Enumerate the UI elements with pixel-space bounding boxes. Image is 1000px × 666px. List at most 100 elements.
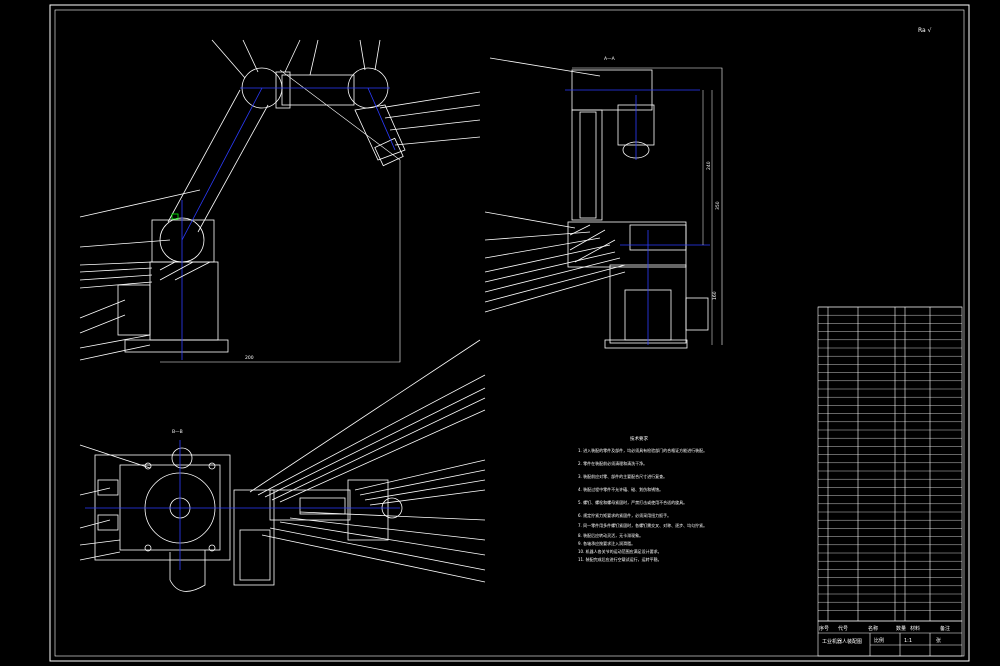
column-body <box>571 109 603 221</box>
title-block-outline <box>817 620 963 657</box>
leader-line <box>264 387 486 498</box>
forearm-collar <box>275 71 291 109</box>
note-line: 11. 装配完成后应进行空载试运行，运转平稳。 <box>578 556 662 562</box>
leader-line <box>242 39 259 73</box>
note-line: 6. 规定拧紧力矩要求的紧固件，必须采用扭力扳手。 <box>578 512 671 518</box>
leader-line <box>384 104 481 119</box>
title-block <box>817 620 963 657</box>
section-a-label: A—A <box>604 56 616 62</box>
note-line: 2. 零件在装配前必须清理和清洗干净。 <box>578 460 647 466</box>
leader-line <box>279 409 486 503</box>
centerline-wrist <box>367 87 396 151</box>
leader-line <box>309 39 319 76</box>
title-block-scale-label: 比例 <box>874 637 884 644</box>
roughness-mark: Ra √ <box>918 27 932 34</box>
side-motor <box>685 297 709 331</box>
leader-line <box>261 534 486 583</box>
b-forearm-tube <box>299 497 346 515</box>
leader-line <box>271 397 486 501</box>
section-a-view <box>484 57 723 349</box>
upper-arm-edge-2 <box>197 104 269 233</box>
base-motor <box>117 284 151 336</box>
leader-line <box>484 257 621 293</box>
notes-title: 技术要求 <box>630 435 648 442</box>
hatch <box>174 261 211 281</box>
dim-height-upper: 240 <box>706 161 712 170</box>
leader-line <box>79 189 201 218</box>
note-line: 7. 同一零件用多件螺钉紧固时，各螺钉需交叉、对称、逐步、均匀拧紧。 <box>578 522 707 528</box>
bom-outline <box>817 306 963 622</box>
dim-height-main: 350 <box>715 201 721 210</box>
leader-line <box>257 374 486 496</box>
note-line: 8. 装配后应转动灵活，无卡滞现象。 <box>578 532 643 538</box>
leader-line <box>484 231 591 241</box>
bom-header-cell: 材料 <box>910 625 920 632</box>
mount-hole <box>144 462 152 470</box>
upper-arm-edge-1 <box>167 89 241 223</box>
leader-line <box>279 521 486 556</box>
b-motor-left-2 <box>97 514 119 531</box>
leader-line <box>359 39 366 71</box>
leader-line <box>484 264 626 303</box>
leader-line <box>79 281 153 289</box>
leader-line <box>299 511 486 521</box>
leader-line <box>484 237 601 259</box>
note-line: 1. 进入装配的零件及部件，均必须具有检验部门的合格证方能进行装配。 <box>578 447 707 453</box>
leader-line <box>394 136 481 146</box>
b-forearm <box>269 489 351 521</box>
dim-height-lower: 160 <box>712 291 718 300</box>
leader-line <box>289 517 486 541</box>
note-line: 5. 螺钉、螺栓和螺母紧固时，严禁打击或使用不合适的旋具。 <box>578 499 687 505</box>
column-inner <box>579 111 597 219</box>
mount-hole <box>144 544 152 552</box>
inner-frame <box>54 9 965 657</box>
leader-line <box>79 487 111 496</box>
joint-drive <box>629 224 687 251</box>
leader-line <box>79 261 153 266</box>
leader-line <box>79 444 151 469</box>
section-base-plate <box>604 339 688 349</box>
bom-header-cell: 数量 <box>896 625 906 632</box>
section-b-label: B—B <box>172 429 183 435</box>
b-arm-inner <box>239 529 271 581</box>
joint-housing <box>567 221 687 268</box>
leader-line <box>79 239 171 248</box>
hatch <box>159 261 176 271</box>
note-line: 10. 机器人各关节的运动范围应满足设计要求。 <box>578 548 662 554</box>
leader-line <box>79 267 153 273</box>
leader-line <box>211 39 246 79</box>
leader-line <box>374 39 381 71</box>
forearm <box>281 74 355 106</box>
gripper <box>374 137 404 167</box>
front-view <box>79 39 481 363</box>
base-housing <box>149 261 219 341</box>
centerline-arm <box>181 87 263 241</box>
leader-line <box>359 469 486 496</box>
leader-line <box>79 334 151 349</box>
leader-line <box>369 489 486 506</box>
b-column-top <box>171 447 193 469</box>
b-motor-left <box>97 479 119 496</box>
leader-line <box>79 519 111 529</box>
leader-line <box>484 244 611 273</box>
leader-line <box>79 344 151 361</box>
section-a-outline <box>572 67 723 345</box>
hatch <box>159 261 194 281</box>
dim-base-width: 200 <box>245 355 254 361</box>
leader-line <box>284 39 301 73</box>
bom-header-cell: 序号 <box>819 625 829 632</box>
leader-line <box>79 314 126 334</box>
note-line: 3. 装配前应对零、部件的主要配合尺寸进行复查。 <box>578 473 667 479</box>
b-base-plate <box>94 454 231 561</box>
bom-table <box>817 306 963 622</box>
leader-line <box>354 459 486 491</box>
leader-line <box>379 91 481 109</box>
leader-line <box>364 479 486 501</box>
title-block-title: 工业机器人装配图 <box>822 638 862 645</box>
b-turntable <box>119 464 221 551</box>
b-wrist <box>347 479 389 541</box>
base-plate <box>124 339 229 353</box>
note-line: 9. 各轴承应按要求注入润滑脂。 <box>578 540 635 546</box>
green-marker <box>171 213 179 220</box>
